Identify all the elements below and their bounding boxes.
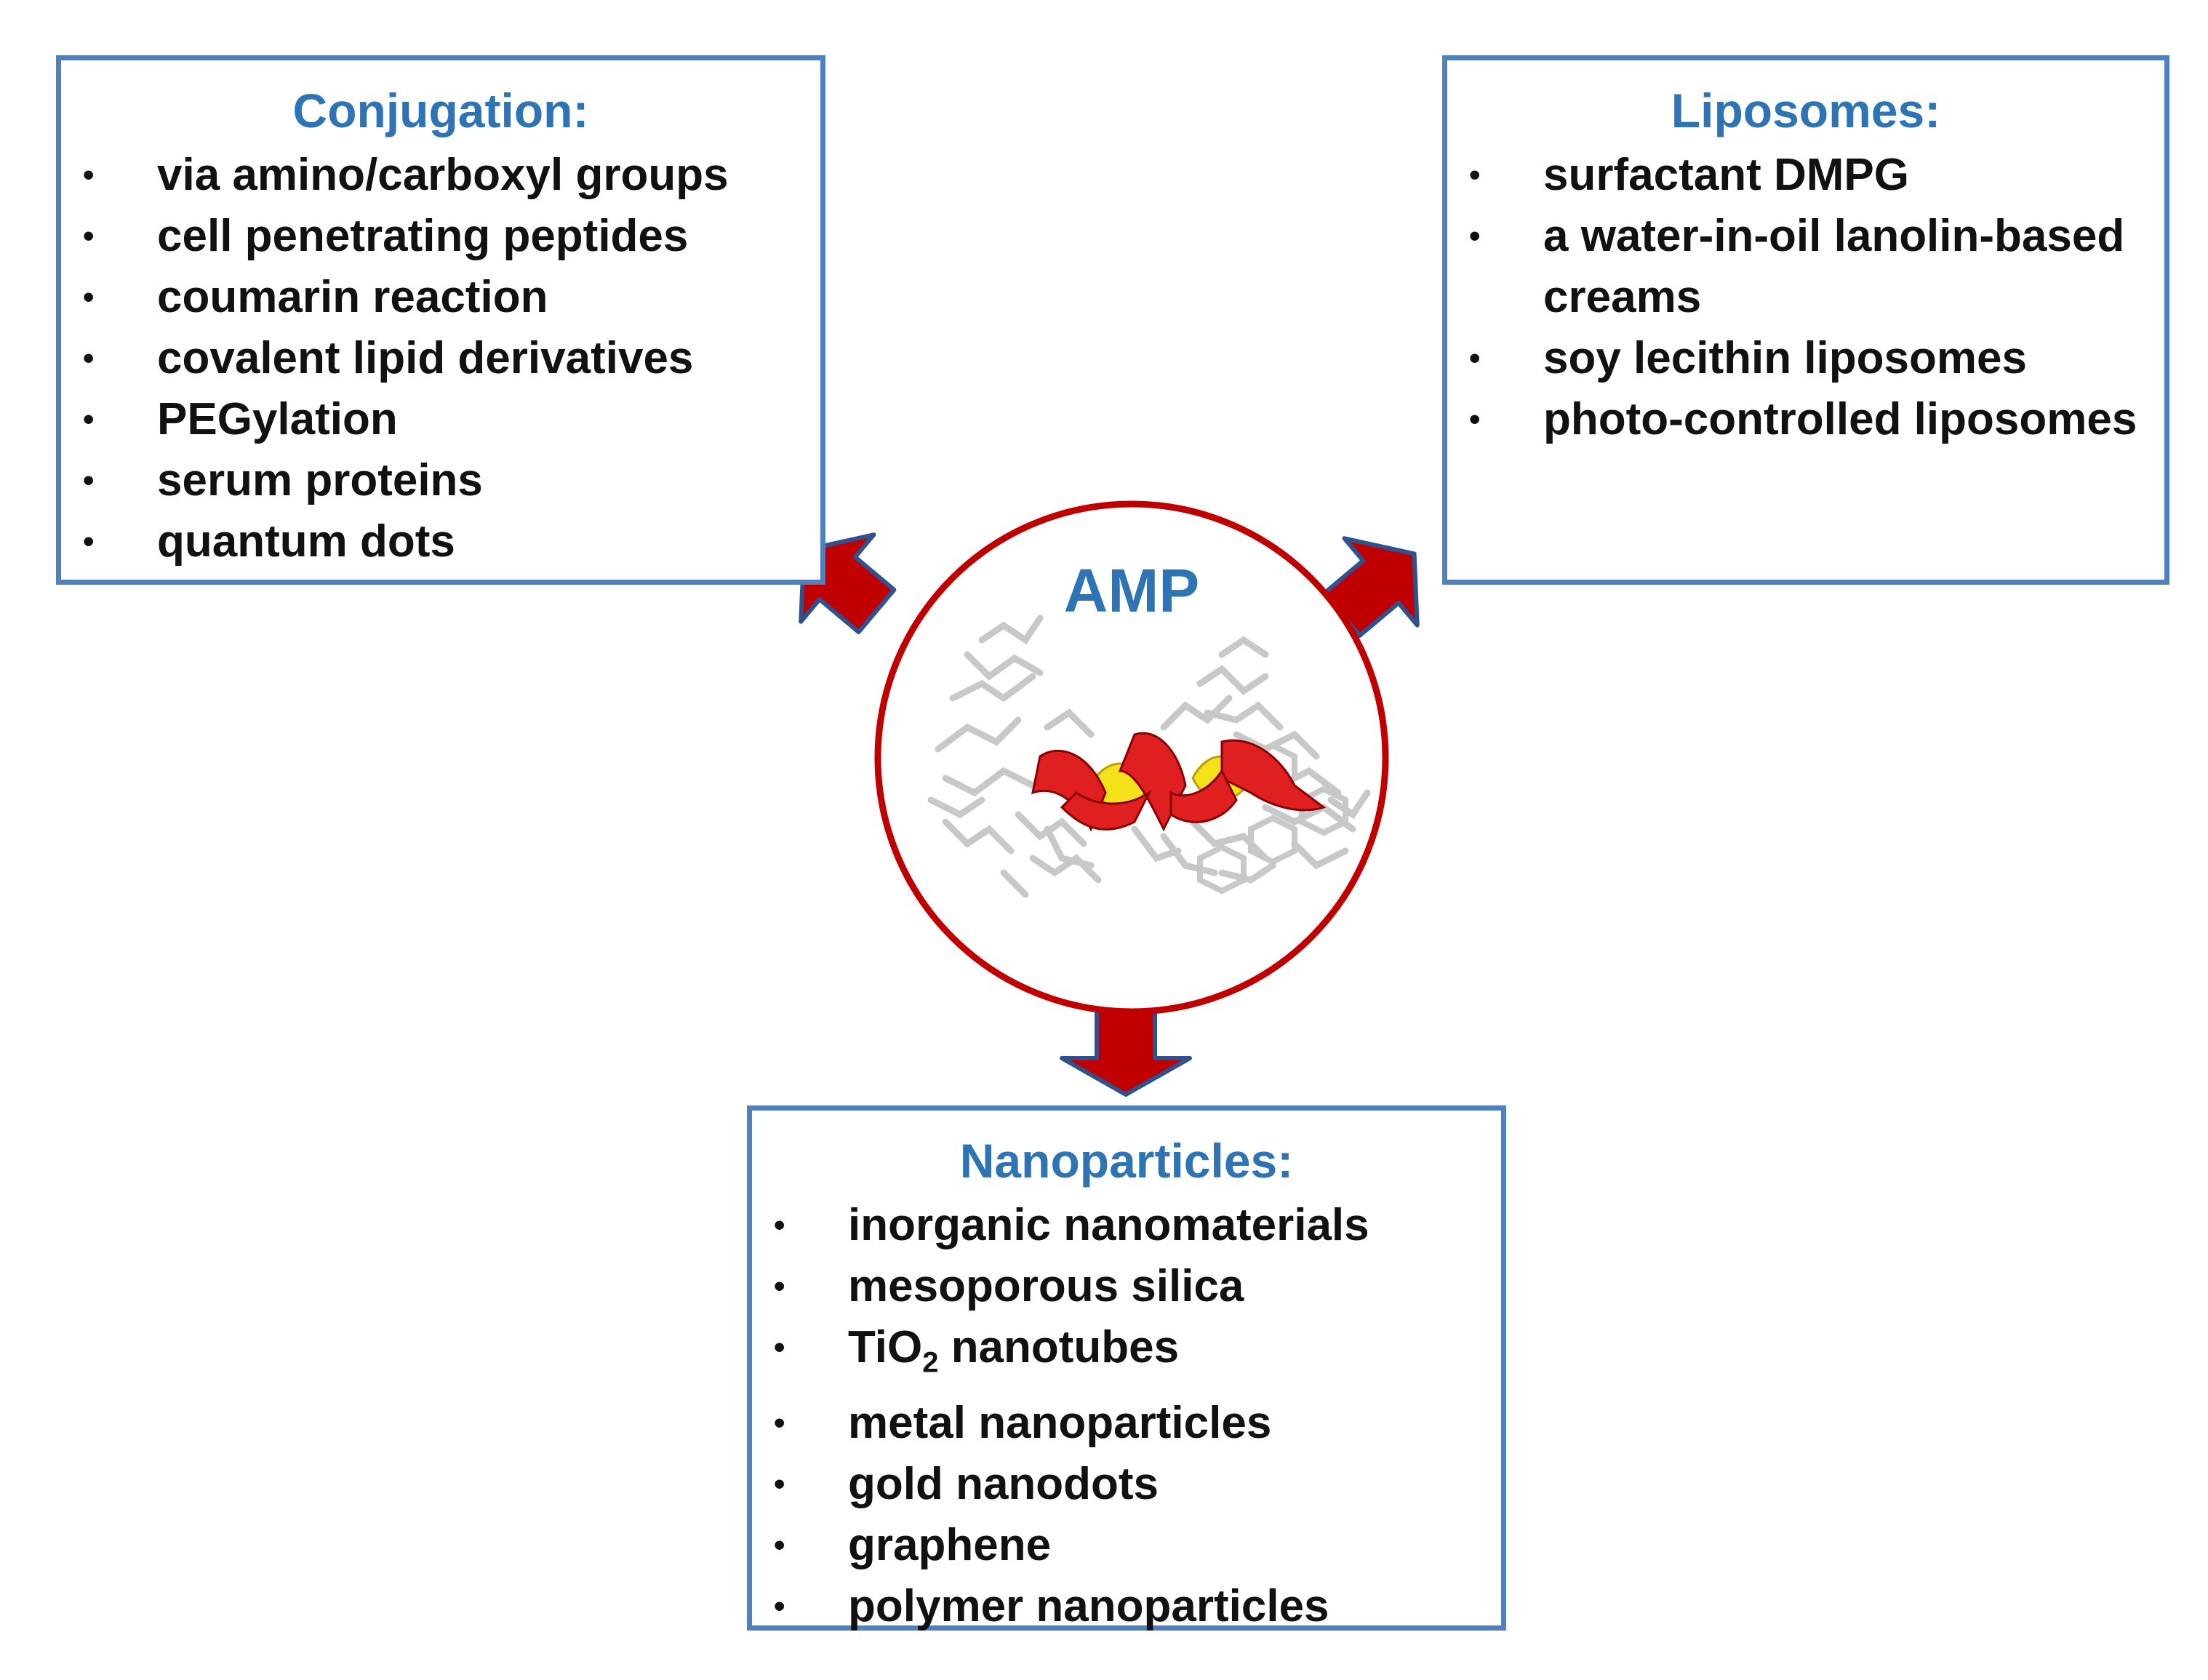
list-item-text: inorganic nanomaterials (848, 1200, 1369, 1250)
list-item: •polymer nanoparticles (774, 1581, 1329, 1632)
peptide-structure-illustration (927, 615, 1371, 898)
list-item-text: photo-controlled liposomes (1543, 394, 2137, 444)
list-item: •graphene (774, 1520, 1052, 1571)
list-item-text: quantum dots (157, 516, 455, 567)
list-item: •gold nanodots (774, 1459, 1159, 1510)
list-item: •surfactant DMPG (1469, 150, 1909, 200)
list-item: •TiO2 nanotubes (774, 1322, 1180, 1379)
list-item: •covalent lipid derivatives (83, 333, 694, 383)
list-item-text: via amino/carboxyl groups (157, 150, 729, 200)
liposomes-title: Liposomes: (1671, 84, 1941, 137)
list-item-text: nanotubes (951, 1322, 1180, 1372)
list-item-text: TiO (848, 1322, 923, 1372)
list-item: •soy lecithin liposomes (1469, 333, 2027, 383)
liposomes-list: •surfactant DMPG •a water-in-oil lanolin… (1447, 145, 2164, 450)
list-item: •mesoporous silica (774, 1261, 1244, 1311)
subscript-2: 2 (922, 1346, 939, 1379)
list-item-text: cell penetrating peptides (157, 211, 689, 261)
list-item-text: soy lecithin liposomes (1543, 333, 2027, 383)
arrow-to-liposomes (1321, 536, 1420, 639)
list-item-text: covalent lipid derivatives (157, 333, 694, 383)
conjugation-list: •via amino/carboxyl groups •cell penetra… (61, 145, 820, 572)
list-item-text: surfactant DMPG (1543, 150, 1909, 200)
nanoparticles-title: Nanoparticles: (959, 1134, 1294, 1188)
list-item-text: graphene (848, 1520, 1052, 1571)
list-item-text: gold nanodots (848, 1459, 1159, 1510)
list-item: •metal nanoparticles (774, 1398, 1272, 1449)
list-item-text: serum proteins (157, 455, 483, 505)
list-item: •coumarin reaction (83, 272, 548, 322)
arrow-to-nanoparticles (1060, 1005, 1192, 1097)
list-item-text: a water-in-oil lanolin-based creams (1543, 211, 2125, 322)
conjugation-title: Conjugation: (292, 84, 589, 137)
list-item-text: coumarin reaction (157, 272, 548, 322)
list-item-text: polymer nanoparticles (848, 1581, 1329, 1632)
nanoparticles-list: •inorganic nanomaterials •mesoporous sil… (752, 1195, 1501, 1637)
list-item-text: PEGylation (157, 394, 398, 444)
list-item-text: mesoporous silica (848, 1261, 1244, 1311)
list-item: •via amino/carboxyl groups (83, 150, 729, 200)
list-item: •serum proteins (83, 455, 483, 505)
list-item: •inorganic nanomaterials (774, 1200, 1369, 1250)
list-item: •a water-in-oil lanolin-based creams (1469, 211, 2125, 322)
list-item: •PEGylation (83, 394, 398, 444)
list-item: •quantum dots (83, 516, 455, 567)
list-item: •cell penetrating peptides (83, 211, 689, 261)
list-item-text: metal nanoparticles (848, 1398, 1272, 1449)
list-item: •photo-controlled liposomes (1469, 394, 2137, 444)
nanoparticles-box: Nanoparticles: •inorganic nanomaterials … (747, 1105, 1506, 1631)
liposomes-box: Liposomes: •surfactant DMPG •a water-in-… (1442, 55, 2169, 585)
amp-label: AMP (1063, 556, 1200, 625)
conjugation-box: Conjugation: •via amino/carboxyl groups … (56, 55, 825, 585)
